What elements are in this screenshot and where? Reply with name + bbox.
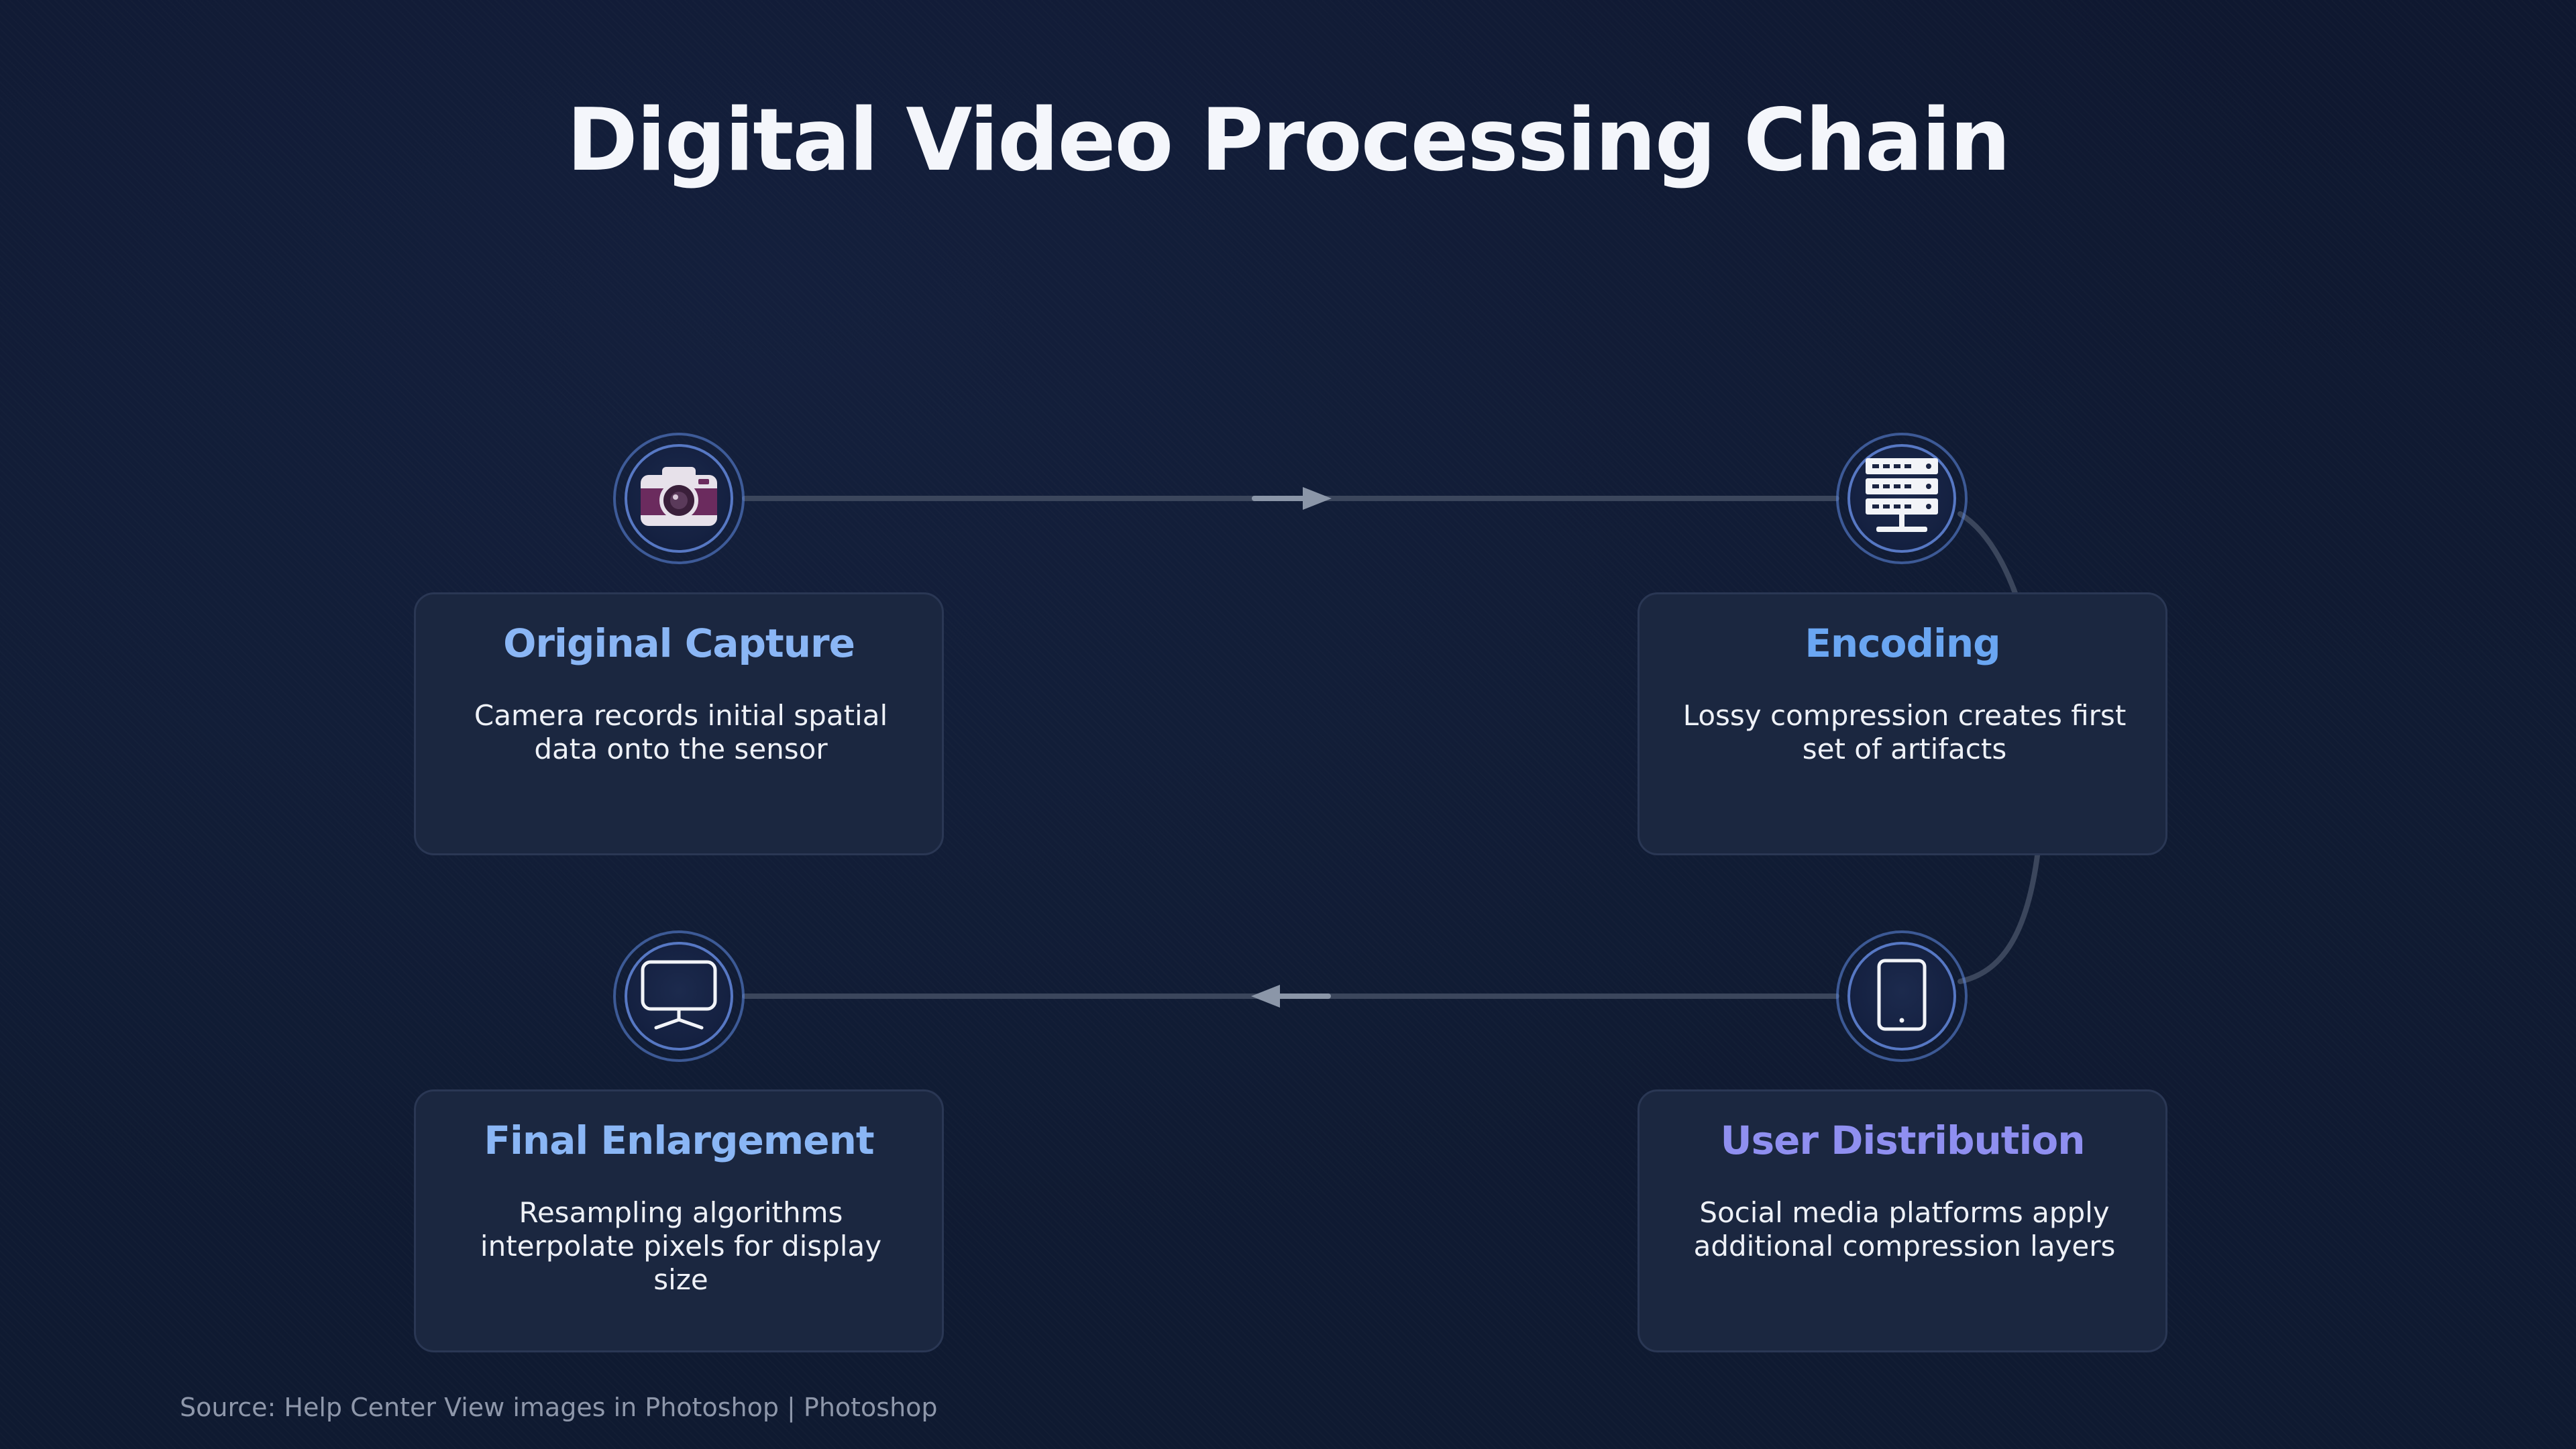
card-final-enlargement: Final Enlargement Resampling algorithms … — [414, 1089, 944, 1352]
node-final-enlargement — [613, 930, 745, 1062]
server-icon — [1863, 455, 1941, 541]
step-description: Social media platforms apply additional … — [1693, 1196, 2116, 1263]
arrow-left-icon — [1251, 985, 1331, 1008]
camera-icon — [637, 460, 721, 537]
step-description: Resampling algorithms interpolate pixels… — [480, 1196, 882, 1296]
card-original-capture: Original Capture Camera records initial … — [414, 592, 944, 855]
node-original-capture — [613, 433, 745, 564]
source-citation: Source: Help Center View images in Photo… — [180, 1393, 938, 1422]
step-title: User Distribution — [1720, 1118, 2085, 1163]
step-title: Encoding — [1805, 621, 2000, 666]
tablet-icon — [1875, 958, 1929, 1034]
step-title: Original Capture — [503, 621, 855, 666]
node-encoding — [1836, 433, 1968, 564]
step-description: Lossy compression creates first set of a… — [1682, 699, 2127, 765]
arrow-right-icon — [1252, 487, 1332, 510]
page-title: Digital Video Processing Chain — [566, 91, 2011, 191]
monitor-icon — [639, 958, 719, 1034]
step-title: Final Enlargement — [484, 1118, 874, 1163]
card-encoding: Encoding Lossy compression creates first… — [1638, 592, 2167, 855]
step-description: Camera records initial spatial data onto… — [474, 699, 888, 765]
node-user-distribution — [1836, 930, 1968, 1062]
card-user-distribution: User Distribution Social media platforms… — [1638, 1089, 2167, 1352]
